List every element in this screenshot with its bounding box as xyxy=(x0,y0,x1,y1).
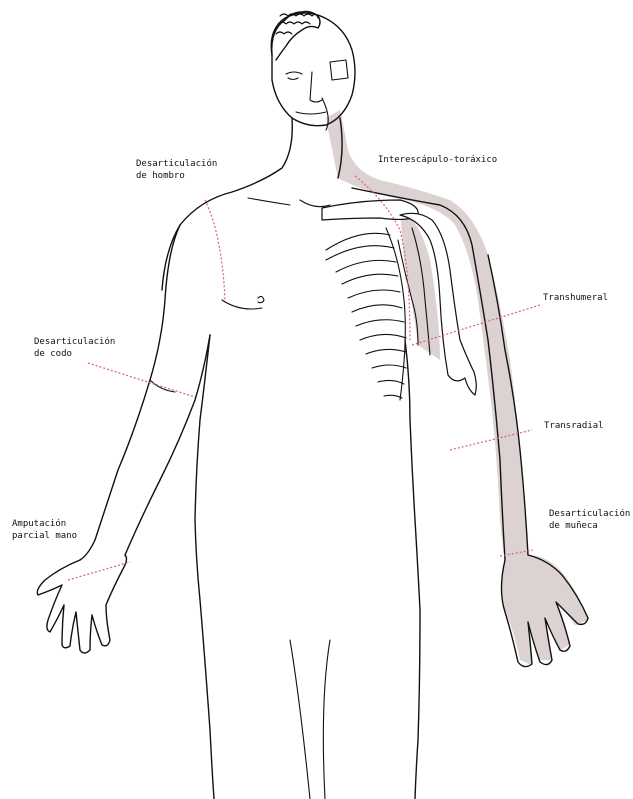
label-interescapulo-toracico: Interescápulo-toráxico xyxy=(378,154,497,166)
hair xyxy=(272,12,320,61)
shaded-amputation-region xyxy=(326,110,588,665)
label-transradial: Transradial xyxy=(544,420,604,432)
label-transhumeral: Transhumeral xyxy=(543,292,608,304)
left-arm xyxy=(37,225,210,653)
label-desarticulacion-hombro: Desarticulación de hombro xyxy=(136,158,217,182)
cut-line-partial-hand xyxy=(68,562,130,580)
ribcage xyxy=(326,228,406,400)
cut-line-shoulder xyxy=(205,200,225,300)
head xyxy=(271,12,355,131)
label-desarticulacion-muneca: Desarticulación de muñeca xyxy=(549,508,630,532)
label-desarticulacion-codo: Desarticulación de codo xyxy=(34,336,115,360)
cut-line-elbow xyxy=(88,363,195,397)
label-amputacion-parcial-mano: Amputación parcial mano xyxy=(12,518,77,542)
torso xyxy=(162,118,420,799)
